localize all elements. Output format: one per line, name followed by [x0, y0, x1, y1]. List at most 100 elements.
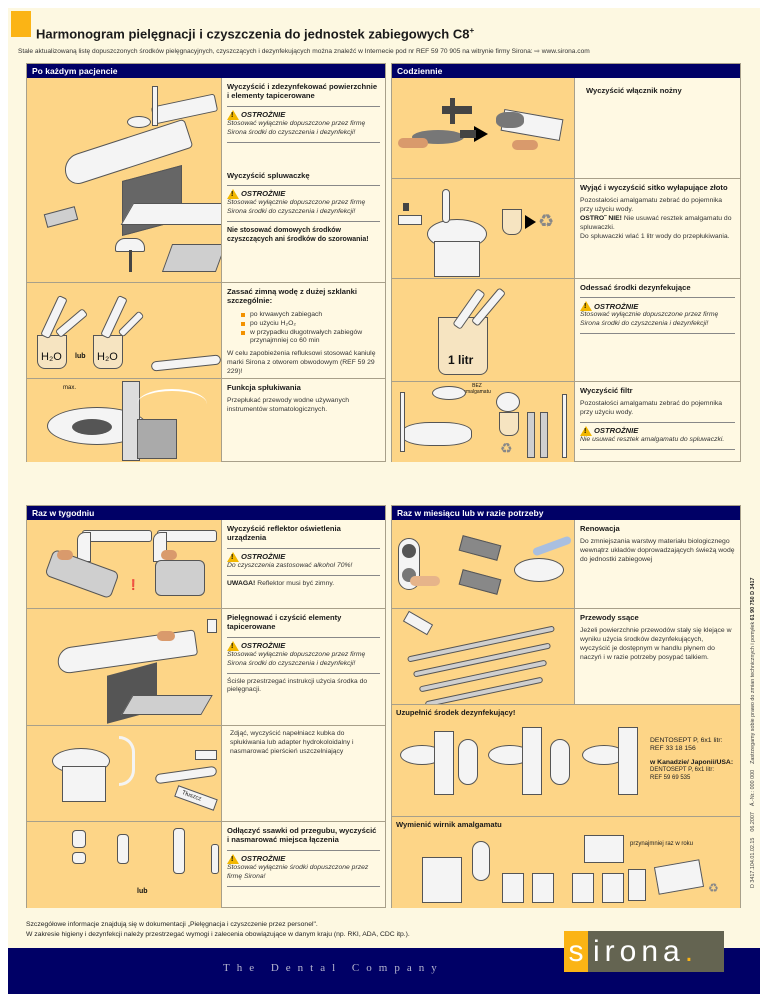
page-title: Harmonogram pielęgnacji i czyszczenia do…: [36, 26, 474, 41]
warning-triangle-icon: [580, 301, 592, 312]
footer-line: W zakresie higieny i dezynfekcji należy …: [26, 930, 410, 938]
bullet-item: po krwawych zabiegach: [241, 311, 380, 320]
caution-title: OSTROŻNIE: [227, 189, 380, 199]
task-heading: Wyczyścić reflektor oświetlenia urządzen…: [227, 524, 341, 543]
recycle-icon: ♻: [708, 881, 719, 895]
row-text: Odessać środki dezynfekujące OSTROŻNIE S…: [575, 279, 740, 381]
illustration-dental-unit: [27, 78, 222, 282]
row-text: Wyczyścić reflektor oświetlenia urządzen…: [222, 520, 385, 608]
caution-title: OSTROŻNIE: [227, 640, 380, 651]
row-gold-filter: ♻ Wyjąć i wyczyścić sitko wyłapujące zło…: [392, 178, 740, 278]
illustration-suction-cups: H₂O lub H₂O: [27, 283, 222, 378]
water-label: H₂O: [97, 351, 118, 363]
warning-triangle-icon: [227, 109, 239, 120]
body-text: Do zmniejszania warstwy materiału biolog…: [580, 538, 735, 564]
region-heading: w Kanadzie/ Japonii/USA:: [650, 759, 734, 767]
section-header: Raz w tygodniu: [27, 506, 385, 520]
region-ref: REF 59 69 535: [650, 774, 691, 781]
task-heading: Wyczyścić włącznik nożny: [586, 86, 682, 95]
rotor-panel: Wymienić wirnik amalgamatu przynajmniej …: [392, 817, 740, 908]
footer-line: Szczegółowe informacje znajdują się w do…: [26, 921, 318, 928]
body-text: Ściśle przestrzegać instrukcji użycia śr…: [227, 677, 368, 694]
notice: Zastrzegamy sobie prawo do zmian technic…: [750, 621, 756, 764]
warning-triangle-icon: [227, 189, 239, 199]
illustration-renovation: [392, 520, 575, 608]
caution-title: OSTROŻNIE: [227, 551, 380, 562]
page: Harmonogram pielęgnacji i czyszczenia do…: [8, 8, 760, 994]
change-number: Ä.-Nr.: 000 000: [750, 769, 756, 807]
row-text: Renowacja Do zmniejszania warstwy materi…: [575, 520, 740, 608]
caution-box: OSTROŻNIE Stosować wyłącznie środki dopu…: [227, 849, 380, 887]
brand-square-icon: [11, 11, 31, 37]
row-text: Wyjąć i wyczyścić sitko wyłapujące złoto…: [575, 179, 740, 278]
logo-word: irona: [593, 935, 685, 968]
caution-title: OSTROŻNIE: [580, 301, 735, 312]
caution-box: OSTROŻNIE Stosować wyłącznie dopuszczone…: [227, 185, 380, 222]
refill-panel: Uzupełnić środek dezynfekujący! DENTOSEP…: [392, 705, 740, 816]
caution-text: Stosować wyłącznie dopuszczone przez fir…: [227, 650, 366, 667]
heat-warning-icon: ❗: [127, 580, 140, 591]
illustration-suction-parts: lub: [27, 822, 222, 908]
caution-text: Stosować wyłącznie dopuszczone przez fir…: [227, 119, 366, 136]
illustration-chair: [27, 609, 222, 725]
row-suction-joints: lub Odłączyć ssawki od przegubu, wyczyśc…: [27, 821, 385, 908]
row-amalgam-rotor: Wymienić wirnik amalgamatu przynajmniej …: [392, 816, 740, 908]
row-filter: BEZ amalgamatu ♻ Wyczyścić filtr Pozosta…: [392, 381, 740, 462]
illustration-litre-cup: 1 litr: [392, 279, 575, 381]
row-text: Wyczyścić filtr Pozostałości amalgamatu …: [575, 382, 740, 462]
product-name: DENTOSEPT P, 6x1 litr:: [650, 737, 723, 744]
volume-label: 1 litr: [448, 353, 474, 367]
caution-title: OSTROŻNIE: [580, 426, 735, 436]
illustration-gold-filter: ♻: [392, 179, 575, 278]
row-refill-disinfectant: Uzupełnić środek dezynfekujący! DENTOSEP…: [392, 704, 740, 816]
row-text: Pielęgnować i czyścić elementy tapicerow…: [222, 609, 385, 725]
section-header: Raz w miesiącu lub w razie potrzeby: [392, 506, 740, 520]
logo-s: s: [564, 931, 588, 972]
doc-number: D 3417.104.01.02.15: [750, 837, 756, 888]
or-label: lub: [137, 888, 148, 895]
warning-triangle-icon: [227, 640, 239, 651]
caution-text: Nie usuwać resztek amalgamatu do spluwac…: [580, 436, 725, 444]
caution-box: OSTROŻNIE Nie usuwać resztek amalgamatu …: [580, 422, 735, 450]
illustration-filter: BEZ amalgamatu ♻: [392, 382, 575, 462]
caution-label: OSTROŻNIE: [241, 641, 286, 651]
section-after-patient: Po każdym pacjencie Wyczyścić i zdezynfe…: [26, 63, 386, 462]
task-heading: Przewody ssące: [580, 613, 639, 622]
task-heading: Funkcja spłukiwania: [227, 383, 301, 392]
task-heading: Zassać zimną wodę z dużej szklanki szcze…: [227, 287, 357, 306]
document-reference: D 3417.104.01.02.15 06.2007 Ä.-Nr.: 000 …: [750, 577, 756, 888]
caution-label: OSTROŻNIE: [594, 426, 639, 436]
task-heading: Wyczyścić spluwaczkę: [227, 170, 310, 180]
grease-tube: Tłuszcz: [174, 785, 218, 811]
row-reflector: ❗ Wyczyścić reflektor oświetlenia urządz…: [27, 520, 385, 608]
caution-label: OSTROŻNIE: [594, 301, 639, 311]
caution-box: OSTROŻNIE Stosować wyłącznie dopuszczone…: [580, 297, 735, 335]
task-heading: Odłączyć ssawki od przegubu, wyczyścić i…: [227, 826, 377, 845]
illustration-foot-switch: [392, 78, 575, 178]
frequency-note: przynajmniej raz w roku: [630, 841, 694, 847]
body-text: Do spluwaczki wlać 1 litr wody do przepł…: [580, 232, 730, 240]
row-disinfectant-suction: 1 litr Odessać środki dezynfekujące OSTR…: [392, 278, 740, 381]
caution-box: OSTROŻNIE Stosować wyłącznie dopuszczone…: [227, 105, 380, 143]
body-text: W celu zapobieżenia refluksowi stosować …: [227, 350, 376, 375]
row-upholstery: Pielęgnować i czyścić elementy tapicerow…: [27, 608, 385, 725]
section-monthly: Raz w miesiącu lub w razie potrzeby Reno…: [391, 505, 741, 908]
row-suction-hoses: Przewody ssące Jeżeli powierzchnie przew…: [392, 608, 740, 704]
row-flushing: max. Funkcja spłukiwania Przepłukać prze…: [27, 378, 385, 462]
warning-triangle-icon: [580, 426, 592, 436]
task-heading: Wymienić wirnik amalgamatu: [396, 820, 502, 829]
no-amalgam-label: BEZ amalgamatu: [463, 383, 491, 395]
bullet-item: w przypadku długotrwałych zabiegów przyn…: [241, 329, 380, 347]
illustration-suction-hoses: [392, 609, 575, 704]
row-surfaces: Wyczyścić i zdezynfekować powierzchnie i…: [27, 78, 385, 282]
row-text: Zdjąć, wyczyścić napełniacz kubka do spł…: [222, 726, 385, 821]
product-ref: REF 33 18 156: [650, 745, 696, 753]
page-subtitle: Stale aktualizowaną listę dopuszczonych …: [18, 48, 590, 55]
caution-text: Stosować wyłącznie dopuszczone przez fir…: [580, 311, 719, 328]
body-text: Pozostałości amalgamatu zebrać do pojemn…: [580, 197, 723, 214]
warning-triangle-icon: [227, 853, 239, 864]
section-header: Codziennie: [392, 64, 740, 78]
tagline: The Dental Company: [223, 962, 444, 974]
body-text: Reflektor musi być zimny.: [257, 579, 335, 587]
title-sup: +: [469, 26, 475, 35]
